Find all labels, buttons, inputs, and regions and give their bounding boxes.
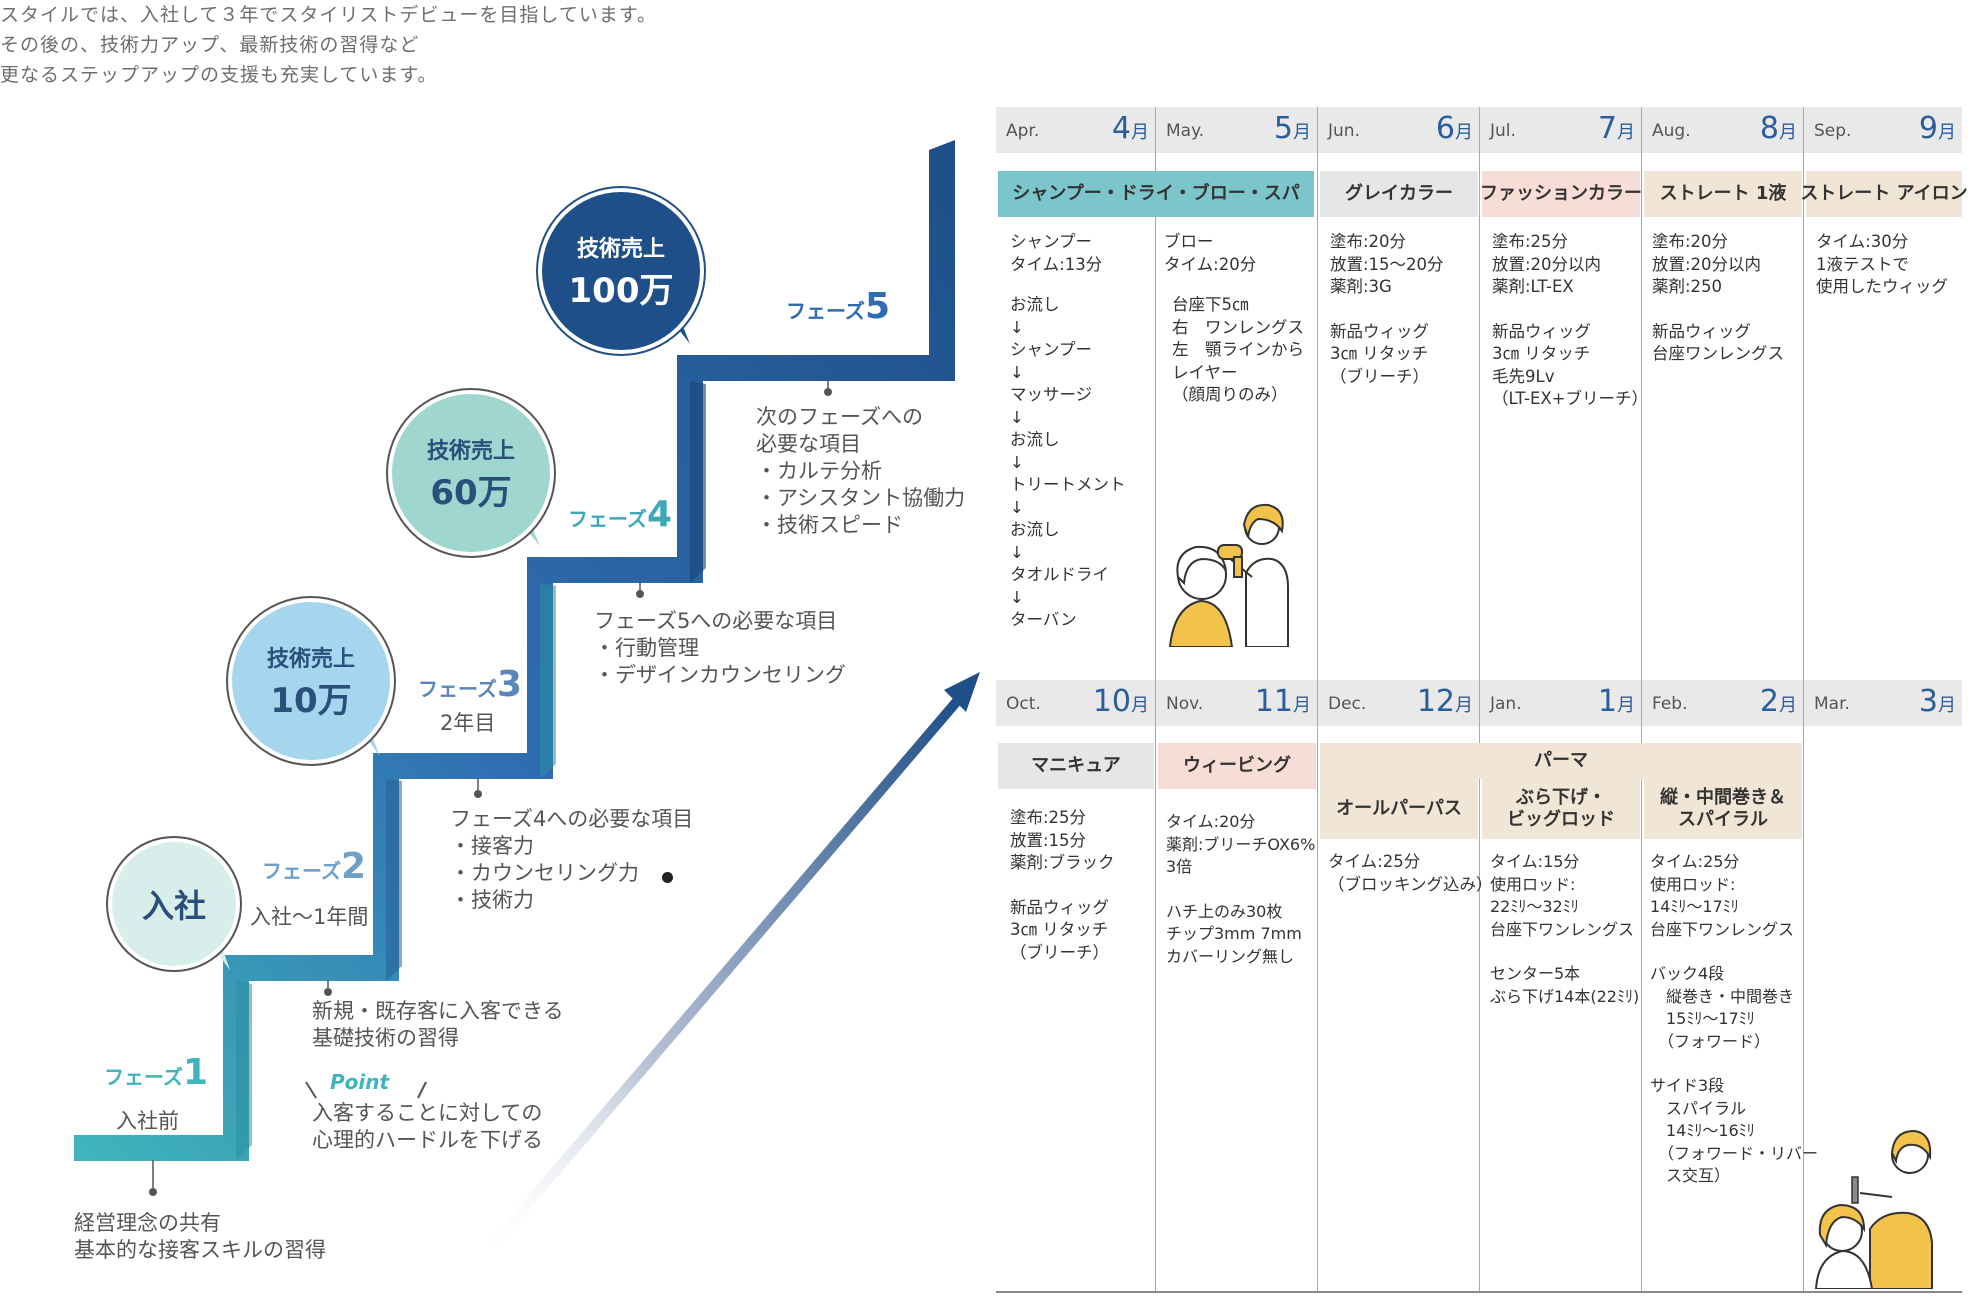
phase-1-notes: 経営理念の共有 基本的な接客スキルの習得: [74, 1211, 326, 1262]
note-dot-p1: [149, 1188, 157, 1196]
progress-arrow-head: [944, 672, 980, 712]
may-details: ブロー タイム:20分 台座下5㎝ 右 ワンレングス 左 顎ラインから レイヤー…: [1164, 232, 1304, 404]
phase-3-label: フェーズ3: [418, 664, 523, 705]
band-all-purpose: オールパーパス: [1320, 779, 1478, 839]
stylist-comb-illustration: [1814, 1129, 1933, 1289]
phase-3-sub: 2年目: [440, 711, 496, 735]
band-straight-1: ストレート 1液: [1644, 171, 1802, 217]
nov-details: タイム:20分 薬剤:ブリーチOX6% 3倍 ハチ上のみ30枚 チップ3mm 7…: [1166, 812, 1316, 966]
band-manicure: マニキュア: [998, 743, 1154, 789]
col-5: [1642, 107, 1804, 1293]
oct-details: 塗布:25分 放置:15分 薬剤:ブラック 新品ウィッグ 3㎝ リタッチ （ブリ…: [1010, 808, 1115, 962]
col-2: [1156, 107, 1318, 1293]
col-3: [1318, 107, 1480, 1293]
join-circle: 入社: [112, 842, 236, 966]
jan-details: タイム:15分 使用ロッド: 22ﾐﾘ〜32ﾐﾘ 台座下ワンレングス センター5…: [1490, 852, 1640, 1006]
month-header-jul: Jul. 7月: [1480, 107, 1641, 153]
month-header-aug: Aug. 8月: [1642, 107, 1803, 153]
progress-arrow: [474, 696, 962, 1266]
band-hanging-big-rod: ぶら下げ・ ビッグロッド: [1482, 779, 1640, 839]
phase-2-notes: 新規・既存客に入客できる 基礎技術の習得: [312, 999, 564, 1050]
phase-2-label: フェーズ2: [262, 846, 367, 887]
note-dot-p5: [824, 388, 832, 396]
band-straight-iron: ストレート アイロン: [1800, 171, 1968, 217]
staircase-diagram: [74, 140, 980, 1266]
jun-details: 塗布:20分 放置:15〜20分 薬剤:3G 新品ウィッグ 3㎝ リタッチ （ブ…: [1330, 232, 1444, 386]
month-header-dec: Dec. 12月: [1318, 680, 1479, 726]
join-label: 入社: [141, 887, 206, 925]
month-header-nov: Nov. 11月: [1156, 680, 1317, 726]
month-header-jan: Jan. 1月: [1480, 680, 1641, 726]
intro-line-1: スタイルでは、入社して３年でスタイリストデビューを目指しています。: [0, 4, 657, 26]
apr-details: シャンプー タイム:13分 お流し ↓ シャンプー ↓ マッサージ ↓ お流し …: [1010, 232, 1126, 629]
intro-line-2: その後の、技術力アップ、最新技術の習得など: [0, 34, 420, 56]
month-header-sep: Sep. 9月: [1804, 107, 1962, 153]
band-fashion-color: ファッションカラー: [1480, 171, 1642, 217]
band-shampoo: シャンプー・ドライ・ブロー・スパ: [998, 171, 1314, 217]
sales-100-label: 技術売上: [576, 236, 665, 262]
band-perm: パーマ: [1320, 743, 1802, 779]
band-weaving: ウィービング: [1158, 743, 1316, 789]
intro-line-3: 更なるステップアップの支援も充実しています。: [0, 64, 438, 86]
band-vertical-spiral: 縦・中間巻き＆ スパイラル: [1644, 779, 1802, 839]
point-badge: Point: [330, 1070, 390, 1094]
col-1: [996, 107, 1156, 1293]
sales-10-value: 10万: [270, 680, 352, 721]
sales-10-label: 技術売上: [266, 646, 355, 672]
phase-2-sub: 入社〜1年間: [250, 905, 369, 929]
note-dot-p2: [324, 988, 332, 996]
sales-60-label: 技術売上: [426, 438, 515, 464]
note-dot-p3: [474, 790, 482, 798]
month-header-oct: Oct. 10月: [996, 680, 1155, 726]
dec-details: タイム:25分 （ブロッキング込み）: [1328, 852, 1493, 894]
feb-details: タイム:25分 使用ロッド: 14ﾐﾘ〜17ﾐﾘ 台座下ワンレングス バック4段…: [1650, 852, 1819, 1185]
month-header-mar: Mar. 3月: [1804, 680, 1962, 726]
intro-text: スタイルでは、入社して３年でスタイリストデビューを目指しています。 その後の、技…: [0, 0, 1968, 90]
sep-details: タイム:30分 1液テストで 使用したウィッグ: [1816, 232, 1948, 296]
sales-100-value: 100万: [568, 270, 674, 311]
phase-1-sub: 入社前: [116, 1109, 179, 1133]
phase-5-label: フェーズ5: [786, 286, 891, 327]
stylist-blowdry-illustration: [1168, 503, 1289, 647]
month-header-feb: Feb. 2月: [1642, 680, 1803, 726]
sales-100-circle: 技術売上 100万: [542, 192, 700, 350]
sales-60-circle: 技術売上 60万: [392, 394, 550, 552]
phase-1-label: フェーズ1: [104, 1052, 209, 1093]
sales-10-circle: 技術売上 10万: [232, 602, 390, 760]
month-header-may: May. 5月: [1156, 107, 1317, 153]
col-4: [1480, 107, 1642, 1293]
month-header-apr: Apr. 4月: [996, 107, 1155, 153]
note-dot-p4: [636, 590, 644, 598]
calendar-bottom-line: [996, 1291, 1962, 1293]
jul-details: 塗布:25分 放置:20分以内 薬剤:LT-EX 新品ウィッグ 3㎝ リタッチ …: [1492, 232, 1648, 408]
phase-5-notes: 次のフェーズへの 必要な項目 ・カルテ分析 ・アシスタント協働力 ・技術スピード: [756, 405, 966, 537]
point-notes: 入客することに対しての 心理的ハードルを下げる: [312, 1101, 543, 1152]
stair-ribbon-top: [929, 140, 955, 164]
phase-3-notes: フェーズ4への必要な項目 ・接客力 ・カウンセリング力 ・技術力: [450, 807, 694, 912]
phase-4-label: フェーズ4: [568, 494, 673, 535]
stray-dot: [662, 872, 673, 883]
band-gray-color: グレイカラー: [1320, 171, 1478, 217]
month-header-jun: Jun. 6月: [1318, 107, 1479, 153]
phase-4-notes: フェーズ5への必要な項目 ・行動管理 ・デザインカウンセリング: [594, 609, 846, 687]
sales-60-value: 60万: [430, 472, 512, 513]
aug-details: 塗布:20分 放置:20分以内 薬剤:250 新品ウィッグ 台座ワンレングス: [1652, 232, 1784, 363]
training-calendar: Apr. 4月 May. 5月 Jun. 6月 Jul. 7月 Aug. 8月 …: [996, 107, 1968, 1293]
